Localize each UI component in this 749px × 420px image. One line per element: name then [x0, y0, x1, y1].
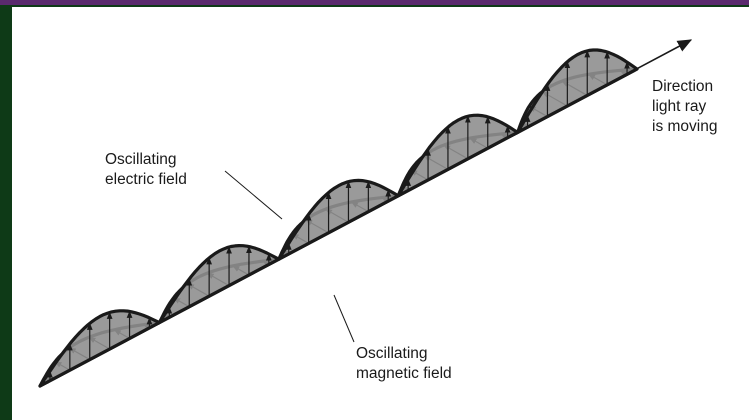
magnetic-field-leader-line — [333, 294, 355, 343]
propagation-axis-arrow — [39, 39, 693, 387]
direction-label-line-3: is moving — [652, 118, 718, 135]
top-accent-bar — [0, 0, 749, 5]
direction-label-line-1: Direction — [652, 78, 714, 95]
electric-label-line-1: Oscillating — [105, 151, 177, 168]
electric-field-lobe — [157, 244, 281, 325]
magnetic-field-label: Oscillating magnetic field — [356, 344, 452, 384]
magnetic-label-line-1: Oscillating — [356, 345, 428, 362]
electric-field-lobe — [516, 48, 639, 134]
electric-label-line-2: electric field — [105, 171, 187, 188]
electric-field-lobe — [38, 309, 161, 388]
direction-label: Direction light ray is moving — [652, 77, 717, 137]
electric-field-leader-line — [224, 170, 283, 220]
diagram-panel: Oscillating electric field Oscillating m… — [12, 7, 749, 420]
magnetic-label-line-2: magnetic field — [356, 365, 452, 382]
electric-field-label: Oscillating electric field — [105, 150, 187, 190]
electric-field-lobe — [396, 113, 520, 198]
electromagnetic-wave-diagram — [38, 39, 693, 388]
electric-field-lobe — [277, 178, 400, 261]
direction-label-line-2: light ray — [652, 98, 707, 115]
